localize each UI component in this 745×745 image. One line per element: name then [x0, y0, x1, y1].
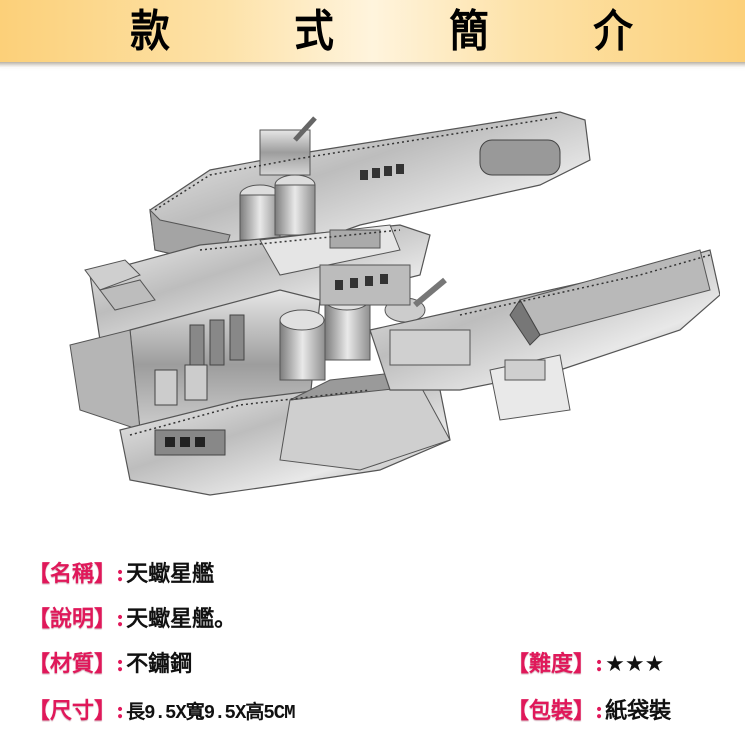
spec-size-value: 長9.5X寬9.5X高5CM [126, 702, 295, 724]
spec-name-colon: : [116, 561, 125, 587]
spec-difficulty-label: 【難度】 [507, 651, 596, 677]
header-shadow [0, 62, 745, 68]
spec-packaging: 【包裝】:紙袋裝 [507, 698, 671, 724]
spec-description-label: 【說明】 [28, 606, 117, 632]
header-char-4: 介 [593, 6, 633, 57]
spec-material: 【材質】:不鏽鋼 [28, 651, 192, 677]
spec-description-value: 天蠍星艦。 [126, 606, 237, 632]
header-char-1: 款 [130, 6, 170, 57]
header-char-3: 簡 [449, 6, 489, 57]
spec-name-label: 【名稱】 [28, 561, 117, 587]
spec-description-colon: : [116, 606, 125, 632]
spec-packaging-value: 紙袋裝 [605, 698, 672, 724]
spec-difficulty-colon: : [595, 651, 604, 677]
spec-name: 【名稱】:天蠍星艦 [28, 561, 214, 587]
section-header: 款 式 簡 介 [0, 0, 745, 68]
spec-size-label: 【尺寸】 [28, 698, 117, 724]
spec-name-value: 天蠍星艦 [126, 561, 215, 587]
spec-size: 【尺寸】:長9.5X寬9.5X高5CM [28, 698, 296, 726]
difficulty-stars-icon: ★★★ [605, 652, 665, 677]
spaceship-model-icon [69, 111, 721, 496]
spec-packaging-colon: : [595, 698, 604, 724]
spec-packaging-label: 【包裝】 [507, 698, 596, 724]
spec-material-label: 【材質】 [28, 651, 117, 677]
spec-material-colon: : [116, 651, 125, 677]
spec-description: 【說明】:天蠍星艦。 [28, 606, 236, 632]
spec-difficulty: 【難度】:★★★ [507, 651, 664, 678]
spec-size-colon: : [116, 698, 125, 724]
header-char-2: 式 [294, 6, 334, 57]
spec-material-value: 不鏽鋼 [126, 651, 193, 677]
product-photo [60, 100, 721, 540]
